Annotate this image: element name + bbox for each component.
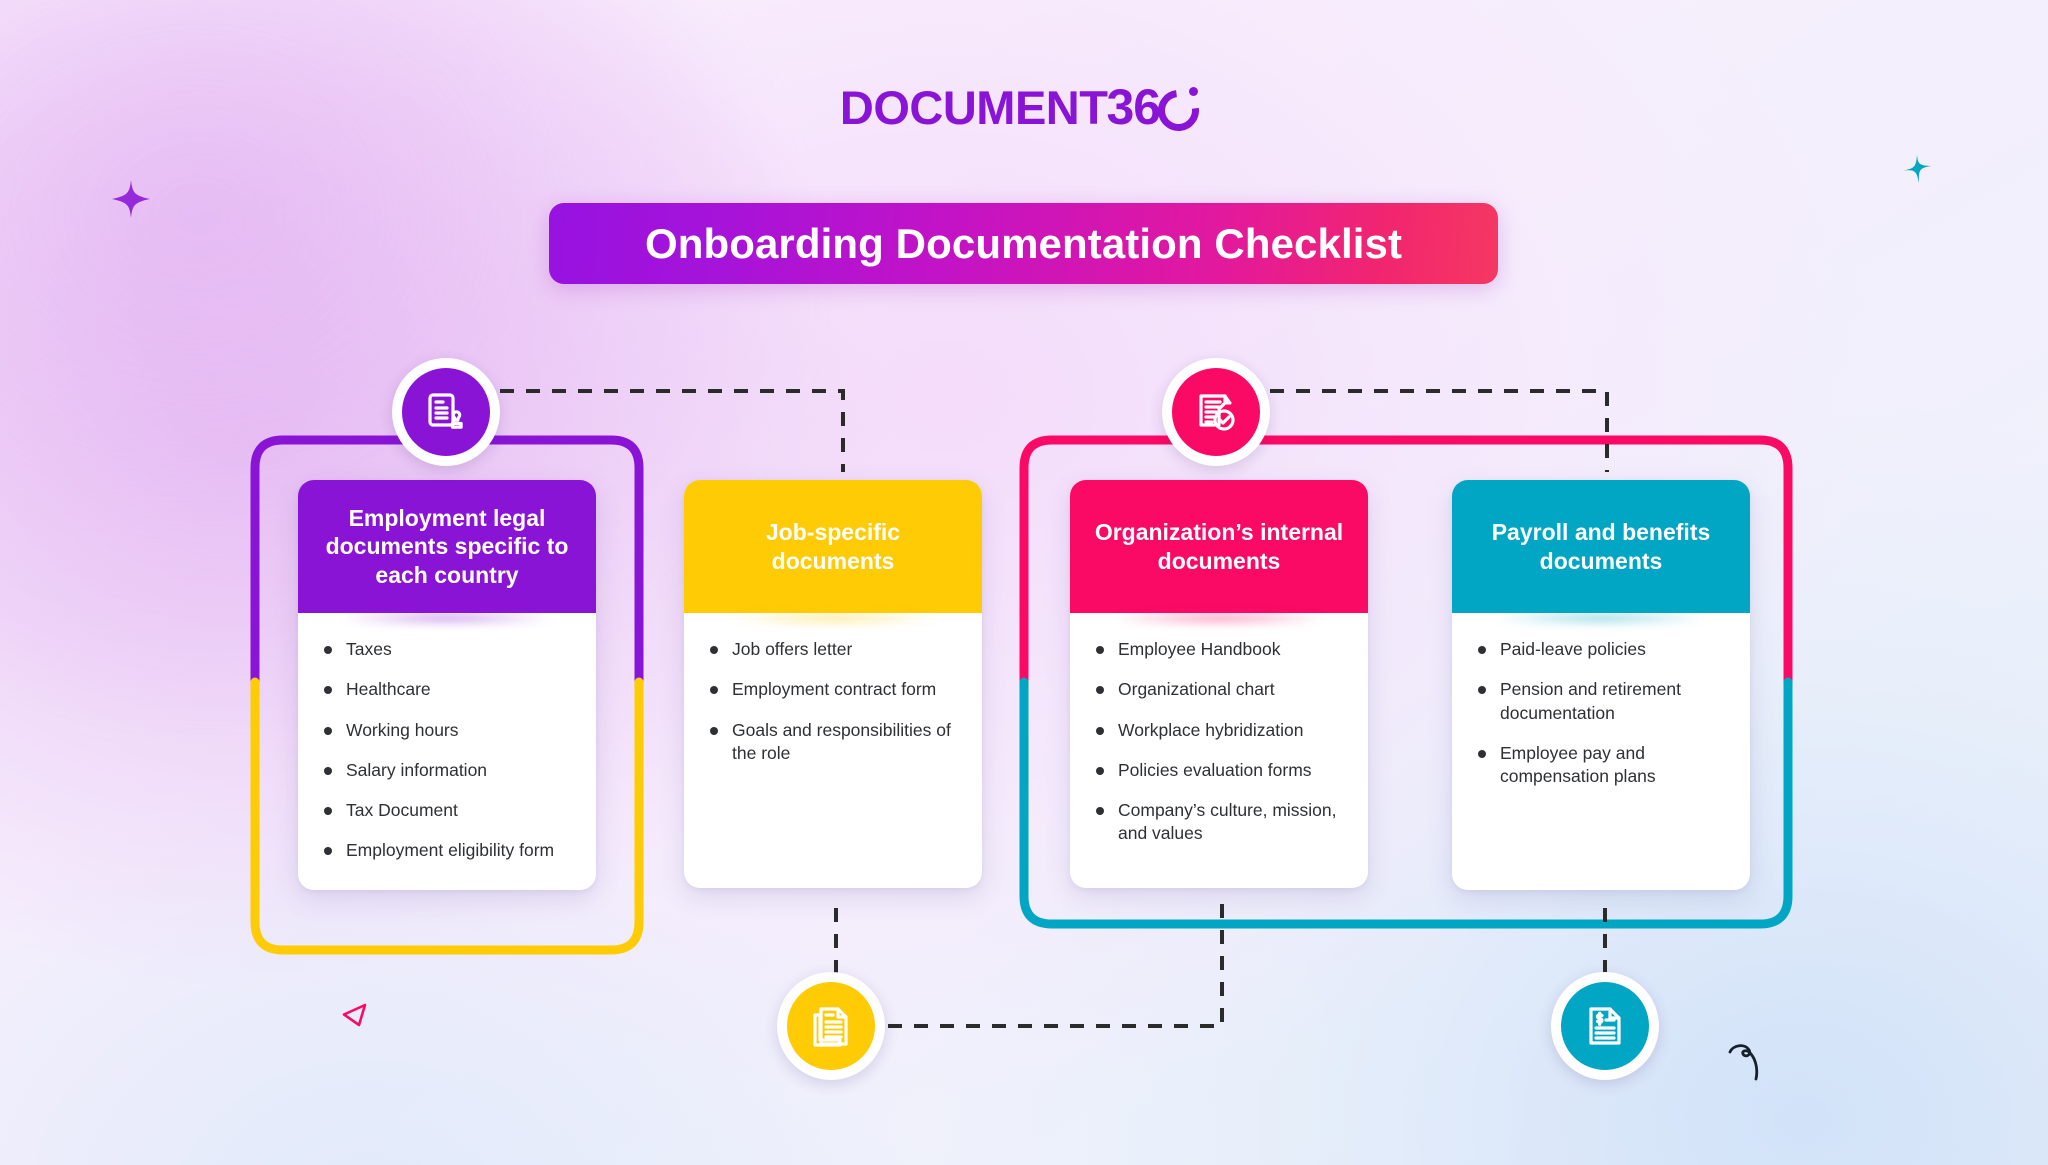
list-item: Workplace hybridization (1092, 719, 1348, 742)
card-glow-divider (1070, 613, 1368, 631)
badge-organization-internal (1162, 358, 1270, 466)
badge-employment-legal (392, 358, 500, 466)
card-glow-divider (684, 613, 982, 631)
card-title: Payroll and benefits documents (1491, 519, 1711, 574)
card-organization-internal-documents: Organization’s internal documents Employ… (1070, 480, 1368, 888)
list-item-label: Tax Document (346, 800, 458, 821)
card-header: Job-specific documents (684, 480, 982, 613)
list-item-label: Healthcare (346, 679, 431, 700)
document-stack-icon (813, 1007, 848, 1047)
list-item-label: Paid-leave policies (1500, 639, 1646, 659)
card-bullet-list: Paid-leave policies Pension and retireme… (1474, 638, 1730, 788)
card-body: Job offers letter Employment contract fo… (684, 631, 982, 888)
list-item-label: Employment contract form (732, 679, 937, 700)
list-item: Working hours (320, 719, 576, 742)
list-item: Goals and responsibilities of the role (706, 719, 962, 766)
list-item-label: Employment eligibility form (346, 840, 555, 861)
list-item-label: Policies evaluation forms (1118, 759, 1312, 780)
card-glow-divider (298, 613, 596, 631)
card-job-specific-documents: Job-specific documents Job offers letter… (684, 480, 982, 888)
list-item: Employment contract form (706, 678, 962, 701)
list-item-label: Workplace hybridization (1118, 719, 1304, 740)
list-item-label: Working hours (346, 719, 459, 740)
badge-payroll-benefits (1551, 972, 1659, 1080)
list-item: Job offers letter (706, 638, 962, 661)
card-header: Payroll and benefits documents (1452, 480, 1750, 613)
list-item-label: Salary information (346, 759, 488, 780)
card-header: Organization’s internal documents (1070, 480, 1368, 613)
list-item-label: Employee Handbook (1118, 639, 1281, 659)
card-employment-legal-documents: Employment legal documents specific to e… (298, 480, 596, 890)
card-glow-divider (1452, 613, 1750, 631)
list-item: Policies evaluation forms (1092, 759, 1348, 782)
list-item-label: Job offers letter (732, 639, 853, 659)
card-body: Taxes Healthcare Working hours Salary in… (298, 631, 596, 890)
badge-disc (787, 982, 875, 1070)
badge-disc (1172, 368, 1260, 456)
list-item-label: Taxes (346, 639, 392, 659)
list-item-label: Pension and retirement documentation (1500, 679, 1681, 723)
logo-dot-icon (1189, 86, 1199, 96)
card-header: Employment legal documents specific to e… (298, 480, 596, 613)
page-title: Onboarding Documentation Checklist (644, 219, 1403, 267)
list-item: Company’s culture, mission, and values (1092, 799, 1348, 846)
page-title-banner: Onboarding Documentation Checklist (549, 203, 1498, 284)
card-payroll-benefits-documents: Payroll and benefits documents Paid-leav… (1452, 480, 1750, 890)
list-item: Paid-leave policies (1474, 638, 1730, 661)
list-item-label: Organizational chart (1118, 679, 1275, 700)
list-item: Employment eligibility form (320, 839, 576, 862)
document-stamp-icon (428, 393, 463, 429)
card-bullet-list: Employee Handbook Organizational chart W… (1092, 638, 1348, 846)
logo-wordmark: DOCUMENT (839, 80, 1108, 134)
document-dollar-icon (1589, 1007, 1621, 1045)
list-item: Employee Handbook (1092, 638, 1348, 661)
badge-disc (402, 368, 490, 456)
list-item-label: Company’s culture, mission, and values (1118, 800, 1337, 844)
list-item: Employee pay and compensation plans (1474, 742, 1730, 789)
list-item: Salary information (320, 759, 576, 782)
card-body: Employee Handbook Organizational chart W… (1070, 631, 1368, 888)
list-item: Tax Document (320, 799, 576, 822)
card-bullet-list: Taxes Healthcare Working hours Salary in… (320, 638, 576, 863)
card-title: Employment legal documents specific to e… (325, 505, 569, 588)
badge-disc (1561, 982, 1649, 1070)
list-item: Pension and retirement documentation (1474, 678, 1730, 725)
document-check-icon (1199, 394, 1235, 431)
logo-number: 36 (1106, 79, 1161, 135)
card-body: Paid-leave policies Pension and retireme… (1452, 631, 1750, 890)
list-item: Healthcare (320, 678, 576, 701)
list-item-label: Goals and responsibilities of the role (732, 719, 951, 763)
card-title: Job-specific documents (765, 519, 901, 574)
badge-job-specific (777, 972, 885, 1080)
list-item: Organizational chart (1092, 678, 1348, 701)
document360-logo: DOCUMENT36 (0, 79, 2048, 139)
list-item-label: Employee pay and compensation plans (1500, 742, 1656, 787)
list-item: Taxes (320, 638, 576, 661)
card-title: Organization’s internal documents (1094, 519, 1344, 574)
card-bullet-list: Job offers letter Employment contract fo… (706, 638, 962, 765)
